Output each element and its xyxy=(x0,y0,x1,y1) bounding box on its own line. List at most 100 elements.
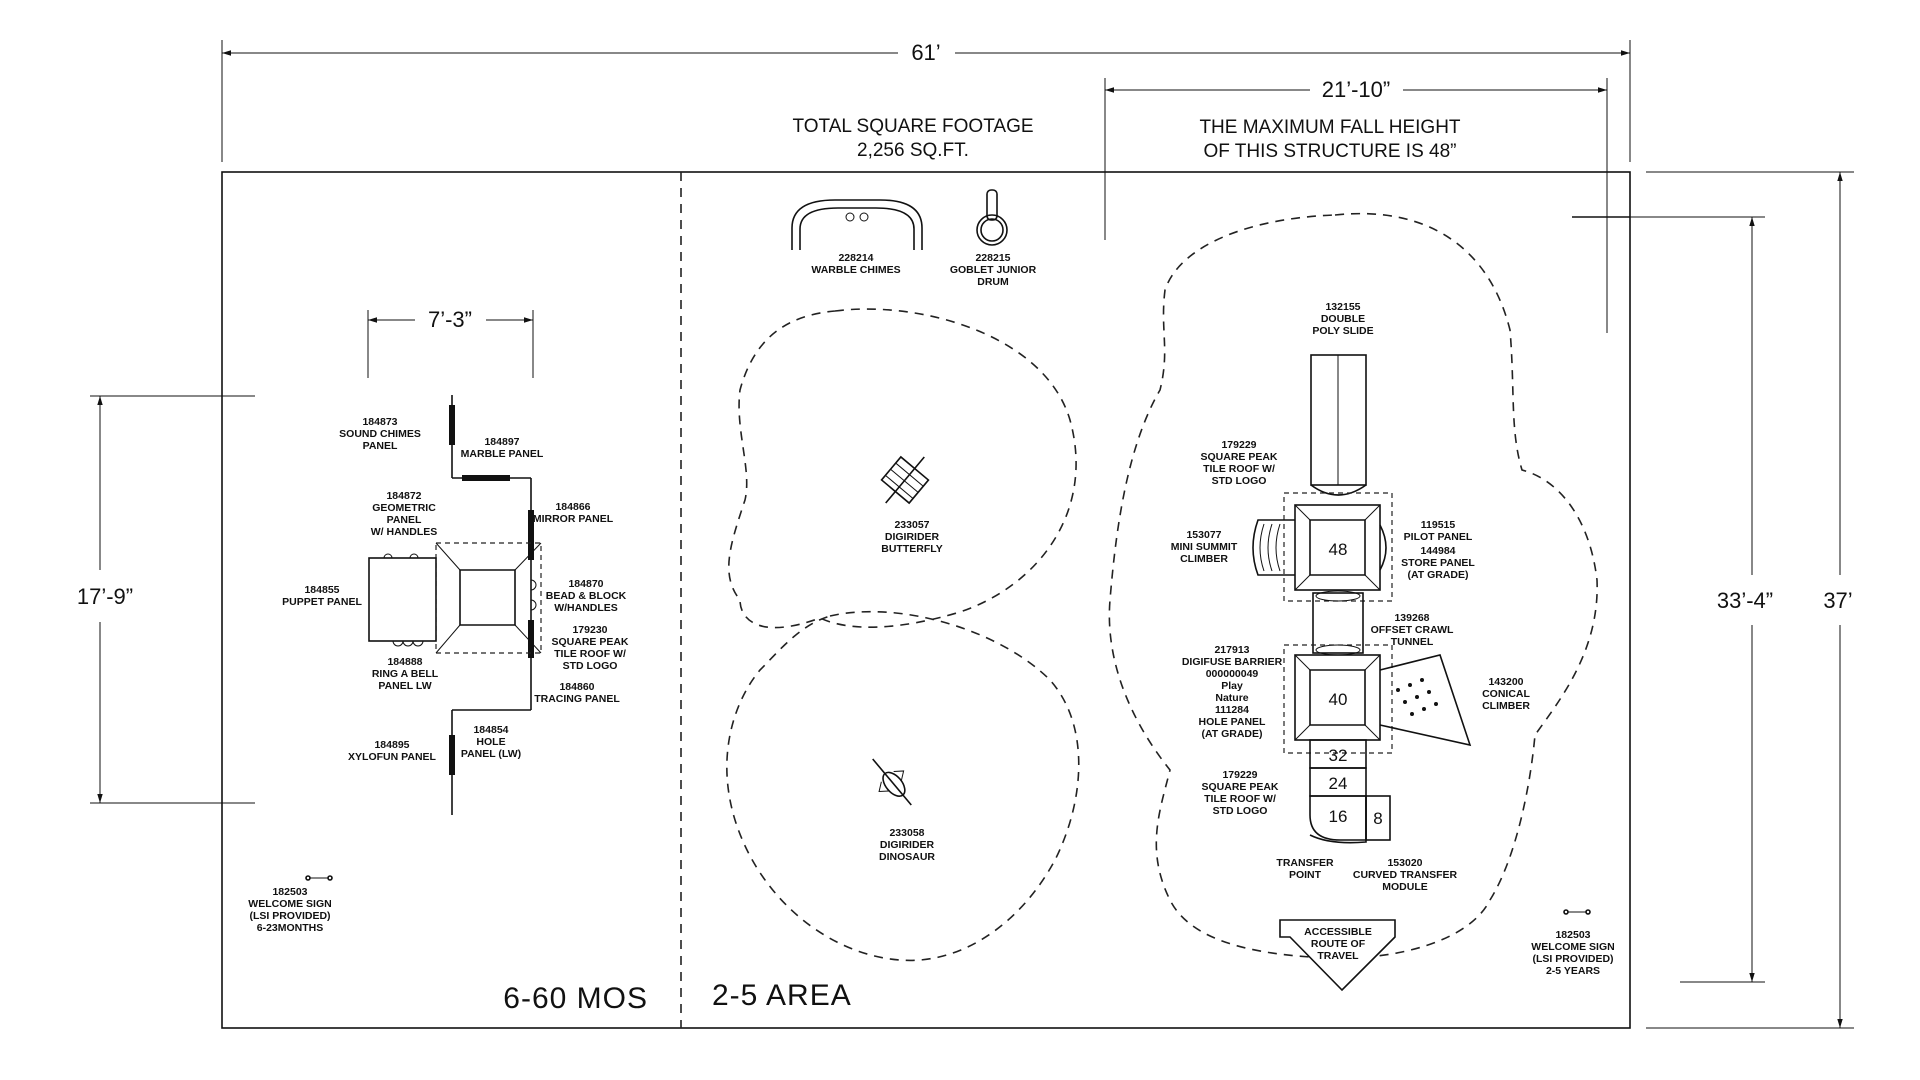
svg-text:228214: 228214 xyxy=(838,252,873,264)
svg-text:CLIMBER: CLIMBER xyxy=(1482,700,1530,712)
svg-text:33’-4”: 33’-4” xyxy=(1717,588,1773,613)
svg-text:(AT GRADE): (AT GRADE) xyxy=(1407,569,1468,581)
svg-text:DIGIRIDER: DIGIRIDER xyxy=(880,839,935,851)
svg-text:DIGIFUSE BARRIER: DIGIFUSE BARRIER xyxy=(1182,656,1283,668)
svg-text:Nature: Nature xyxy=(1215,692,1248,704)
svg-text:OFFSET CRAWL: OFFSET CRAWL xyxy=(1371,624,1454,636)
svg-text:184866: 184866 xyxy=(555,501,590,513)
dimension-left-height: 17’-9” xyxy=(77,395,255,804)
label-233058: 233058 DIGIRIDER DINOSAUR xyxy=(879,827,935,863)
fall-height-note-line2: OF THIS STRUCTURE IS 48” xyxy=(1203,141,1456,162)
label-184895: 184895 XYLOFUN PANEL xyxy=(348,739,436,763)
label-179230: 179230 SQUARE PEAK TILE ROOF W/ STD LOGO xyxy=(551,624,628,672)
svg-text:32: 32 xyxy=(1329,746,1348,765)
label-139268: 139268 OFFSET CRAWL TUNNEL xyxy=(1371,612,1454,648)
welcome-sign-left: 182503 WELCOME SIGN (LSI PROVIDED) 6-23M… xyxy=(248,875,333,934)
svg-text:17’-9”: 17’-9” xyxy=(77,584,133,609)
label-184860: 184860 TRACING PANEL xyxy=(534,681,620,705)
svg-text:24: 24 xyxy=(1329,774,1348,793)
svg-text:W/ HANDLES: W/ HANDLES xyxy=(371,526,438,538)
svg-text:228215: 228215 xyxy=(975,252,1010,264)
svg-text:233057: 233057 xyxy=(894,519,929,531)
svg-text:179229: 179229 xyxy=(1221,439,1256,451)
svg-text:WELCOME SIGN: WELCOME SIGN xyxy=(1531,941,1614,953)
svg-text:(AT GRADE): (AT GRADE) xyxy=(1201,728,1262,740)
svg-text:PANEL (LW): PANEL (LW) xyxy=(461,748,521,760)
svg-text:MARBLE PANEL: MARBLE PANEL xyxy=(461,448,544,460)
svg-text:119515: 119515 xyxy=(1421,519,1456,531)
svg-text:PANEL: PANEL xyxy=(387,514,422,526)
double-poly-slide-icon xyxy=(1310,354,1367,496)
svg-text:CLIMBER: CLIMBER xyxy=(1180,553,1228,565)
svg-text:POINT: POINT xyxy=(1289,869,1322,881)
svg-text:TRAVEL: TRAVEL xyxy=(1317,950,1359,962)
svg-text:BEAD & BLOCK: BEAD & BLOCK xyxy=(546,590,627,602)
svg-text:RING A BELL: RING A BELL xyxy=(372,668,439,680)
svg-text:SQUARE PEAK: SQUARE PEAK xyxy=(1201,781,1278,793)
svg-text:PILOT PANEL: PILOT PANEL xyxy=(1404,531,1473,543)
dimension-left-width: 7’-3” xyxy=(367,307,534,378)
svg-text:HOLE PANEL: HOLE PANEL xyxy=(1199,716,1266,728)
svg-text:CURVED TRANSFER: CURVED TRANSFER xyxy=(1353,869,1458,881)
total-square-footage-line1: TOTAL SQUARE FOOTAGE xyxy=(792,116,1033,137)
use-zone-structure xyxy=(1108,212,1598,959)
svg-text:ROUTE OF: ROUTE OF xyxy=(1311,938,1366,950)
svg-text:143200: 143200 xyxy=(1488,676,1523,688)
svg-text:GOBLET JUNIOR: GOBLET JUNIOR xyxy=(950,264,1037,276)
label-228215: 228215 GOBLET JUNIOR DRUM xyxy=(950,252,1037,288)
label-184870: 184870 BEAD & BLOCK W/HANDLES xyxy=(546,578,627,614)
svg-text:37’: 37’ xyxy=(1823,588,1852,613)
svg-text:139268: 139268 xyxy=(1394,612,1429,624)
fall-height-note-line1: THE MAXIMUM FALL HEIGHT xyxy=(1199,117,1460,138)
svg-text:217913: 217913 xyxy=(1214,644,1249,656)
svg-text:W/HANDLES: W/HANDLES xyxy=(554,602,618,614)
svg-text:TILE ROOF W/: TILE ROOF W/ xyxy=(1203,463,1275,475)
goblet-drum-icon xyxy=(976,189,1008,246)
svg-text:STD LOGO: STD LOGO xyxy=(1213,805,1268,817)
svg-text:179229: 179229 xyxy=(1222,769,1257,781)
label-transfer-point: TRANSFER POINT xyxy=(1276,857,1334,881)
svg-text:STD LOGO: STD LOGO xyxy=(1212,475,1267,487)
label-184866: 184866 MIRROR PANEL xyxy=(533,501,614,525)
svg-text:TRANSFER: TRANSFER xyxy=(1276,857,1334,869)
label-153020: 153020 CURVED TRANSFER MODULE xyxy=(1353,857,1458,893)
svg-text:POLY SLIDE: POLY SLIDE xyxy=(1312,325,1373,337)
svg-text:184872: 184872 xyxy=(386,490,421,502)
svg-text:184855: 184855 xyxy=(304,584,339,596)
transfer-module-16: 16 xyxy=(1309,795,1367,844)
svg-text:153077: 153077 xyxy=(1186,529,1221,541)
label-132155: 132155 DOUBLE POLY SLIDE xyxy=(1312,301,1373,337)
svg-text:STORE PANEL: STORE PANEL xyxy=(1401,557,1475,569)
dimension-structure-width: 21’-10” xyxy=(1104,77,1608,333)
svg-text:HOLE: HOLE xyxy=(476,736,505,748)
conical-climber-icon xyxy=(1379,654,1472,747)
butterfly-rider-icon xyxy=(880,455,930,505)
svg-text:PANEL LW: PANEL LW xyxy=(378,680,431,692)
label-228214: 228214 WARBLE CHIMES xyxy=(811,252,900,276)
warble-chimes-icon xyxy=(791,199,923,250)
label-184854: 184854 HOLE PANEL (LW) xyxy=(461,724,521,760)
svg-text:TILE ROOF W/: TILE ROOF W/ xyxy=(1204,793,1276,805)
svg-text:6-23MONTHS: 6-23MONTHS xyxy=(257,922,324,934)
label-143200: 143200 CONICAL CLIMBER xyxy=(1482,676,1530,712)
svg-text:(LSI PROVIDED): (LSI PROVIDED) xyxy=(1532,953,1613,965)
label-179229-bottom: 179229 SQUARE PEAK TILE ROOF W/ STD LOGO xyxy=(1201,769,1278,817)
svg-text:182503: 182503 xyxy=(1555,929,1590,941)
svg-text:184873: 184873 xyxy=(362,416,397,428)
svg-text:PUPPET PANEL: PUPPET PANEL xyxy=(282,596,362,608)
svg-text:MODULE: MODULE xyxy=(1382,881,1428,893)
svg-text:Play: Play xyxy=(1221,680,1243,692)
svg-text:WARBLE CHIMES: WARBLE CHIMES xyxy=(811,264,900,276)
label-233057: 233057 DIGIRIDER BUTTERFLY xyxy=(881,519,942,555)
svg-text:184897: 184897 xyxy=(484,436,519,448)
deck-40: 40 xyxy=(1283,644,1393,754)
svg-text:184888: 184888 xyxy=(387,656,422,668)
label-184873: 184873 SOUND CHIMES PANEL xyxy=(339,416,421,452)
svg-text:233058: 233058 xyxy=(889,827,924,839)
svg-text:ACCESSIBLE: ACCESSIBLE xyxy=(1304,926,1372,938)
use-zone-lower xyxy=(726,610,1080,962)
svg-text:MINI SUMMIT: MINI SUMMIT xyxy=(1171,541,1238,553)
svg-text:DRUM: DRUM xyxy=(977,276,1009,288)
zone-label-right: 2-5 AREA xyxy=(712,979,852,1012)
svg-text:SOUND CHIMES: SOUND CHIMES xyxy=(339,428,421,440)
